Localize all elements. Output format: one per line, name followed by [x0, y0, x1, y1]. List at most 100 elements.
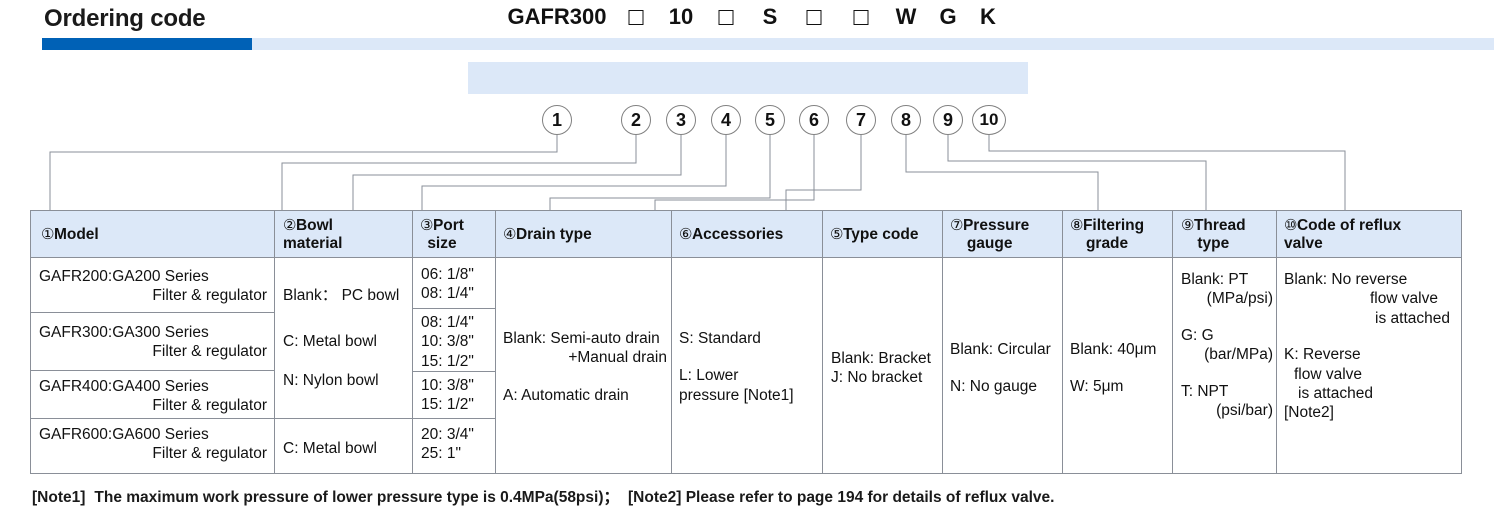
title-rule-accent: [42, 38, 252, 50]
reflux-blank: Blank: No reverse: [1284, 271, 1408, 288]
model-name: GAFR300:GA300 Series: [39, 324, 209, 341]
column-separator: [495, 211, 496, 473]
port-size-group: 08: 1/4" 10: 3/8" 15: 1/2": [421, 313, 491, 371]
header-number: ⑤: [830, 225, 843, 243]
pressure-gauge-cell: Blank: Circular N: No gauge: [950, 340, 1060, 397]
column-separator: [1276, 211, 1277, 473]
header-label-line2: valve: [1284, 234, 1323, 252]
header-label: Bowl: [295, 216, 333, 234]
column-separator: [412, 211, 413, 473]
model-desc: Filter & regulator: [152, 445, 267, 463]
header-label: Accessories: [691, 225, 784, 243]
accessories-blank: Blank: Bracket: [831, 350, 931, 367]
note2-text: Please refer to page 194 for details of …: [685, 489, 1055, 506]
type-code-lower: L: Lower: [679, 367, 739, 385]
bowl-material-nylon: N: Nylon bowl: [283, 372, 379, 389]
callout-2: 2: [621, 105, 651, 135]
column-separator: [822, 211, 823, 473]
reflux-k: K: Reverse: [1284, 346, 1361, 364]
code-token-gauge-box: [853, 10, 869, 25]
row-separator: [412, 418, 495, 419]
callout-5: 5: [755, 105, 785, 135]
port-size-value: 10: 3/8": [421, 333, 474, 351]
thread-type-npt: T: NPT: [1181, 382, 1229, 400]
header-pressure-gauge: ⑦Pressure gauge: [950, 211, 1062, 258]
drain-type-cell: Blank: Semi-auto drain +Manual drain A: …: [503, 329, 667, 405]
row-separator: [31, 370, 274, 371]
thread-type-blank: Blank: PT: [1181, 271, 1249, 288]
code-token-accessory-box: [806, 10, 822, 25]
thread-type-g: G: G: [1181, 326, 1214, 344]
reflux-k-l3: is attached: [1298, 384, 1373, 402]
column-separator: [1172, 211, 1173, 473]
drain-type-blank: Blank: Semi-auto drain: [503, 330, 660, 347]
port-size-value: 08: 1/4": [421, 314, 474, 331]
bowl-material-metal: C: Metal bowl: [283, 333, 377, 350]
thread-type-g-unit: (bar/MPa): [1204, 346, 1273, 364]
column-separator: [274, 211, 275, 473]
callout-3: 3: [666, 105, 696, 135]
header-label-line2: grade: [1085, 234, 1129, 252]
port-size-value: 15: 1/2": [421, 352, 474, 370]
header-drain-type: ④Drain type: [503, 211, 671, 258]
port-size-value: 20: 3/4": [421, 426, 474, 443]
code-token-reflux: K: [980, 4, 996, 29]
code-token-filter: W: [895, 4, 917, 29]
drain-type-auto: A: Automatic drain: [503, 386, 629, 404]
column-separator: [1062, 211, 1063, 473]
table-row: GAFR200:GA200 Series Filter & regulator: [39, 267, 267, 306]
callout-9: 9: [933, 105, 963, 135]
title-rule: [42, 38, 1494, 50]
table-row: GAFR600:GA600 Series Filter & regulator: [39, 425, 267, 464]
header-bowl-material: ②Bowl material: [283, 211, 412, 258]
column-separator: [671, 211, 672, 473]
note1-label: [Note1]: [32, 489, 86, 506]
model-name: GAFR400:GA400 Series: [39, 378, 209, 395]
header-model: ①Model: [41, 211, 274, 258]
port-size-value: 08: 1/4": [421, 285, 474, 303]
reflux-k-l2: flow valve: [1294, 365, 1363, 383]
ordering-code-strip: [468, 62, 1028, 94]
row-separator: [274, 418, 412, 419]
header-thread-type: ⑨Thread type: [1181, 211, 1276, 258]
table-row: GAFR300:GA300 Series Filter & regulator: [39, 323, 267, 362]
reflux-blank-l2: flow valve: [1369, 290, 1438, 308]
header-type-code: ⑤Type code: [830, 211, 942, 258]
header-label: Thread: [1193, 216, 1246, 234]
pressure-gauge-none: N: No gauge: [950, 378, 1038, 396]
code-token-thread: G: [939, 4, 957, 29]
model-name: GAFR200:GA200 Series: [39, 268, 209, 285]
pressure-gauge-blank: Blank: Circular: [950, 341, 1051, 358]
header-number: ⑩: [1284, 216, 1297, 234]
header-label: Model: [53, 225, 99, 243]
footer-notes: [Note1]The maximum work pressure of lowe…: [32, 485, 1054, 507]
code-token-port: 10: [668, 4, 694, 29]
header-number: ③: [420, 216, 433, 234]
code-token-type: S: [762, 4, 778, 29]
header-label: Filtering: [1082, 216, 1145, 234]
ordering-code-table: ①Model ②Bowl material ③Port size ④Drain …: [30, 210, 1462, 474]
thread-type-blank-unit: (MPa/psi): [1206, 290, 1273, 308]
header-filtering-grade: ⑧Filtering grade: [1070, 211, 1172, 258]
table-row: GAFR400:GA400 Series Filter & regulator: [39, 377, 267, 416]
header-number: ⑥: [679, 225, 692, 243]
column-separator: [942, 211, 943, 473]
header-label-line2: material: [283, 234, 343, 252]
code-token-bowl-box: [628, 10, 644, 25]
bowl-material-blank: Blank： PC bowl: [283, 287, 400, 304]
port-size-group: 06: 1/8" 08: 1/4": [421, 265, 491, 304]
header-label-line2: type: [1197, 234, 1230, 252]
accessories-nobracket: J: No bracket: [831, 369, 923, 387]
callout-1: 1: [542, 105, 572, 135]
table-header-band: [31, 211, 1461, 258]
port-size-group: 10: 3/8" 15: 1/2": [421, 376, 491, 415]
model-name: GAFR600:GA600 Series: [39, 426, 209, 443]
thread-type-npt-unit: (psi/bar): [1216, 401, 1273, 419]
header-number: ①: [41, 225, 54, 243]
filtering-grade-w: W: 5μm: [1070, 378, 1124, 396]
row-separator: [412, 371, 495, 372]
header-label-line2: gauge: [966, 234, 1013, 252]
type-code-standard: S: Standard: [679, 330, 761, 347]
header-number: ⑧: [1070, 216, 1083, 234]
type-code-cell: S: Standard L: Lower pressure [Note1]: [679, 329, 819, 405]
